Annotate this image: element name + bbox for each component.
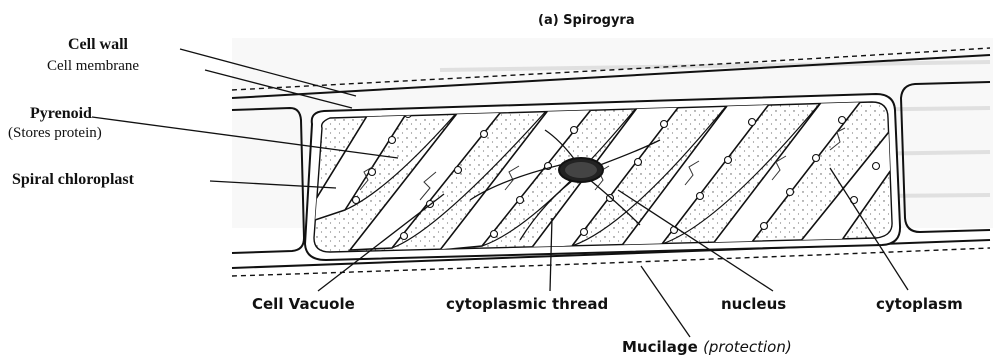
- label-cell-membrane: Cell membrane: [47, 59, 139, 74]
- label-spiral-chloroplast: Spiral chloroplast: [12, 172, 134, 188]
- label-cytoplasm: cytoplasm: [876, 297, 963, 312]
- label-pyrenoid: Pyrenoid: [30, 106, 92, 122]
- figure-title: (a) Spirogyra: [538, 13, 635, 28]
- label-mucilage: Mucilage (protection): [622, 340, 792, 355]
- label-nucleus: nucleus: [721, 297, 786, 312]
- label-cell-vacuole: Cell Vacuole: [252, 297, 355, 312]
- label-cytoplasmic-thread: cytoplasmic thread: [446, 297, 608, 312]
- label-pyrenoid-note: (Stores protein): [8, 126, 102, 141]
- label-cell-wall: Cell wall: [68, 37, 128, 53]
- label-mucilage-note: (protection): [703, 338, 792, 356]
- label-mucilage-text: Mucilage: [622, 338, 698, 356]
